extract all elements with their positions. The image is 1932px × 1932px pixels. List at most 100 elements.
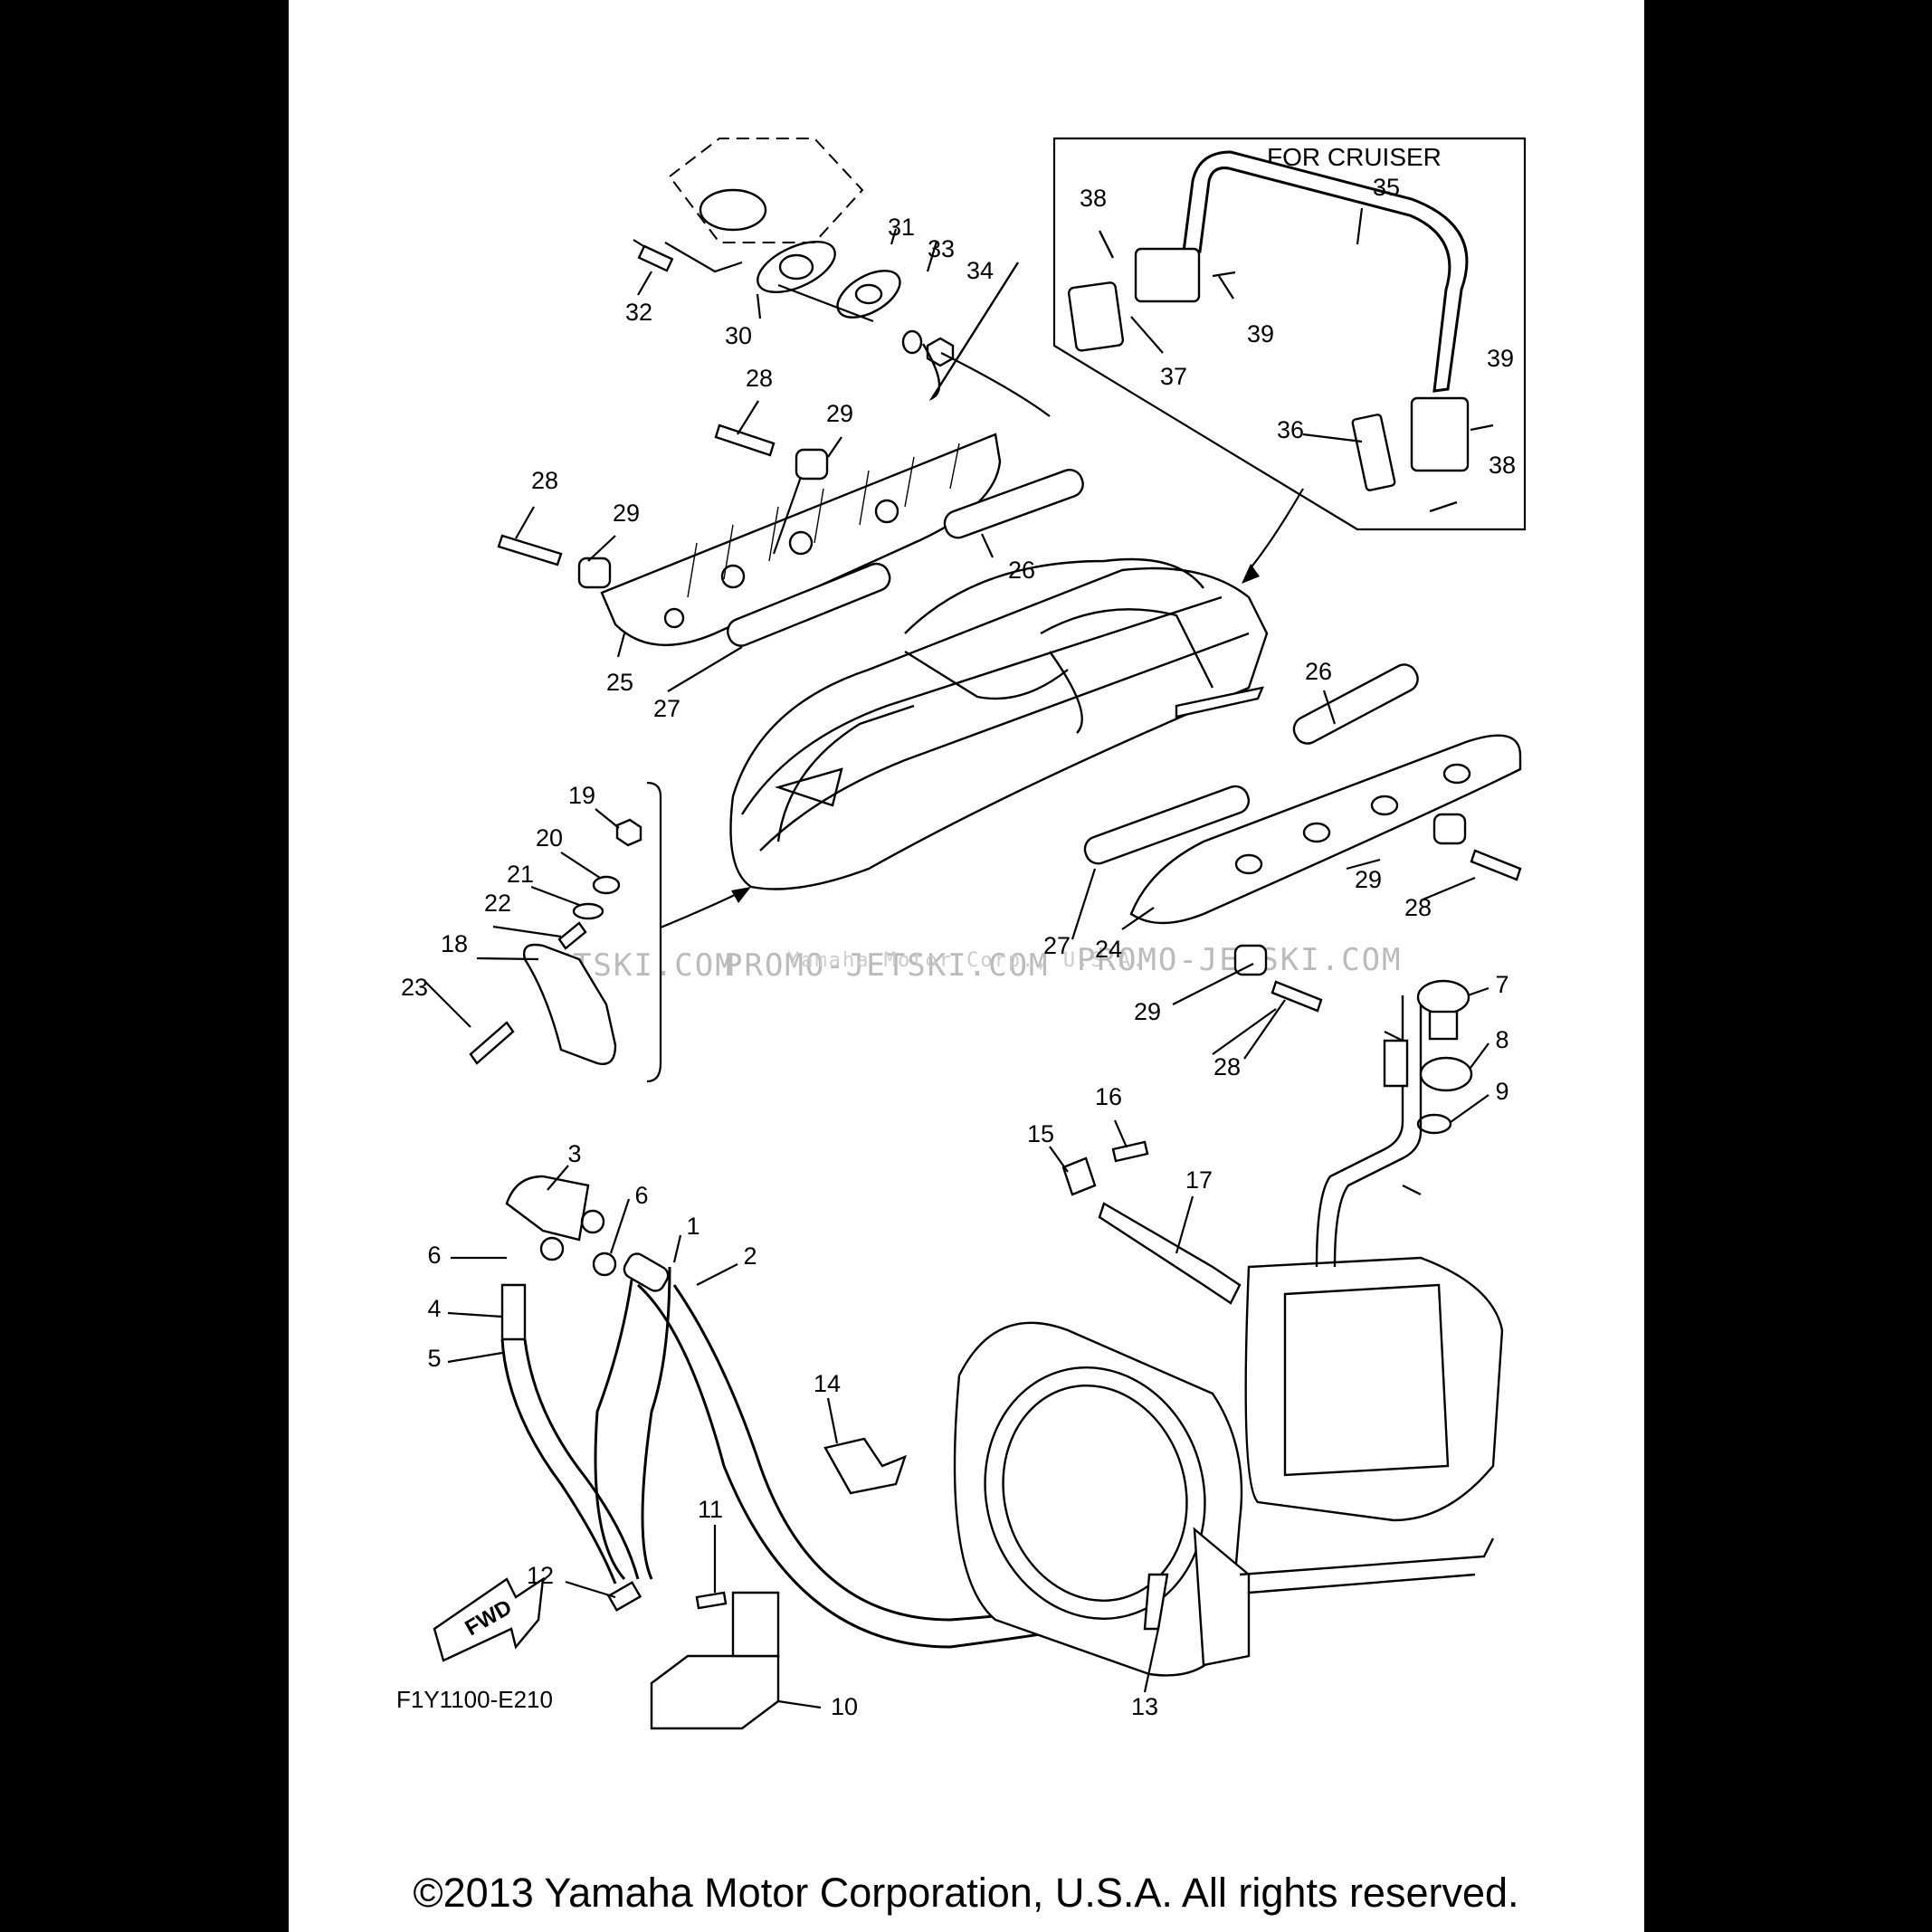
bolt-28 [1271, 980, 1323, 1013]
callout-8: 8 [1495, 1026, 1508, 1053]
watercraft-hull [660, 557, 1269, 929]
callout-38b: 38 [1489, 452, 1516, 479]
callout-33: 33 [928, 235, 955, 262]
washer-20 [592, 875, 621, 895]
drain-plug-7 [1416, 979, 1470, 1041]
callout-28c: 28 [1404, 894, 1432, 921]
callout-3: 3 [567, 1140, 581, 1167]
callout-26a: 26 [1008, 557, 1035, 584]
callout-29d: 29 [1134, 998, 1161, 1025]
hose-1 [623, 1252, 670, 1292]
callout-24: 24 [1095, 936, 1122, 963]
callout-labels: 1 2 3 4 5 6 6 7 8 9 10 11 12 13 14 15 16… [401, 174, 1516, 1720]
callout-11: 11 [698, 1496, 723, 1523]
callout-12: 12 [527, 1562, 554, 1589]
watermark-faint: Yamaha Motor Corp., U.S.A. [787, 949, 1146, 972]
pad-36 [1351, 414, 1396, 491]
callout-36: 36 [1277, 416, 1304, 443]
callout-13: 13 [1131, 1693, 1158, 1720]
bolt-28 [497, 534, 563, 566]
inset-arrow-line [1248, 488, 1304, 571]
nut-19 [615, 818, 642, 847]
screws-38-39 [1098, 230, 1494, 513]
callout-15: 15 [1027, 1120, 1054, 1147]
bar-bracket-front [1134, 247, 1201, 303]
callout-27b: 27 [1043, 932, 1071, 959]
callout-14: 14 [814, 1370, 841, 1397]
washer-21 [572, 902, 604, 920]
holder-14 [823, 1437, 907, 1495]
fitting-3 [505, 1175, 590, 1242]
callout-29b: 29 [826, 400, 853, 427]
callout-25: 25 [606, 669, 633, 696]
callout-32: 32 [625, 299, 652, 326]
callout-17: 17 [1185, 1166, 1213, 1194]
clamp-6 [539, 1236, 565, 1261]
rail-24 [1083, 663, 1522, 1013]
spacer-29 [1432, 813, 1467, 845]
callout-21: 21 [507, 861, 534, 888]
spacer-29 [577, 557, 612, 589]
callout-30: 30 [725, 322, 752, 349]
pad-27 [1083, 785, 1251, 865]
spacer-29 [1233, 944, 1268, 976]
callout-37: 37 [1160, 363, 1187, 390]
jet-pump-housing [953, 995, 1504, 1677]
inset-arrow-head [1242, 564, 1260, 584]
callout-38a: 38 [1080, 185, 1107, 212]
callout-27a: 27 [653, 695, 680, 722]
callout-10: 10 [831, 1693, 858, 1720]
pad-37 [1067, 281, 1125, 352]
tow-hook-18 [523, 943, 617, 1065]
bar-bracket-rear [1410, 396, 1470, 472]
spacer-29 [795, 448, 829, 481]
grab-bar-35 [1182, 150, 1469, 393]
tow-hook-assembly [469, 781, 662, 1083]
watermark-middle: PROMO-JETSKI.COM [724, 947, 1050, 984]
pad-27 [727, 562, 891, 647]
callout-5: 5 [427, 1345, 441, 1372]
cable-tie-17 [1098, 1202, 1242, 1305]
callout-29a: 29 [613, 500, 640, 527]
callout-29c: 29 [1355, 866, 1382, 893]
callout-7: 7 [1495, 971, 1508, 998]
fwd-arrow: FWD [433, 1576, 545, 1662]
callout-26b: 26 [1305, 658, 1332, 685]
callout-20: 20 [536, 824, 563, 852]
callout-31: 31 [888, 214, 915, 241]
pad-26 [943, 469, 1084, 539]
callout-2: 2 [743, 1242, 757, 1270]
callout-28b: 28 [746, 365, 773, 392]
clamp-12 [606, 1581, 642, 1612]
arrow-to-hook [660, 890, 743, 929]
bolt-28 [714, 424, 776, 457]
cruiser-inset-box: FOR CRUISER [1052, 137, 1527, 584]
callout-4: 4 [427, 1295, 441, 1322]
joint-4 [500, 1283, 527, 1341]
callout-18: 18 [441, 930, 468, 957]
bolt-28 [1470, 849, 1522, 881]
callout-19: 19 [568, 782, 595, 809]
screw-23 [469, 1021, 515, 1065]
callout-1: 1 [686, 1213, 700, 1240]
hose-assembly [500, 1175, 1123, 1649]
callout-9: 9 [1495, 1078, 1508, 1105]
clamp-9 [1416, 1113, 1452, 1135]
lock-assembly-30 [633, 138, 1051, 417]
box-title: FOR CRUISER [1267, 143, 1442, 171]
clip-15 [1061, 1156, 1097, 1196]
callout-28a: 28 [531, 467, 558, 494]
rail-25 [497, 424, 1084, 647]
callout-28d: 28 [1213, 1053, 1241, 1080]
pad-26 [1292, 663, 1419, 745]
callout-6b: 6 [427, 1242, 441, 1269]
callout-22: 22 [484, 890, 511, 917]
callout-23: 23 [401, 974, 428, 1001]
callout-39b: 39 [1487, 345, 1514, 372]
rivet-11 [695, 1591, 728, 1610]
copyright-footer: ©2013 Yamaha Motor Corporation, U.S.A. A… [413, 1870, 1519, 1916]
seal-8 [1419, 1056, 1473, 1092]
callout-35: 35 [1373, 174, 1400, 201]
callout-39a: 39 [1247, 320, 1274, 347]
